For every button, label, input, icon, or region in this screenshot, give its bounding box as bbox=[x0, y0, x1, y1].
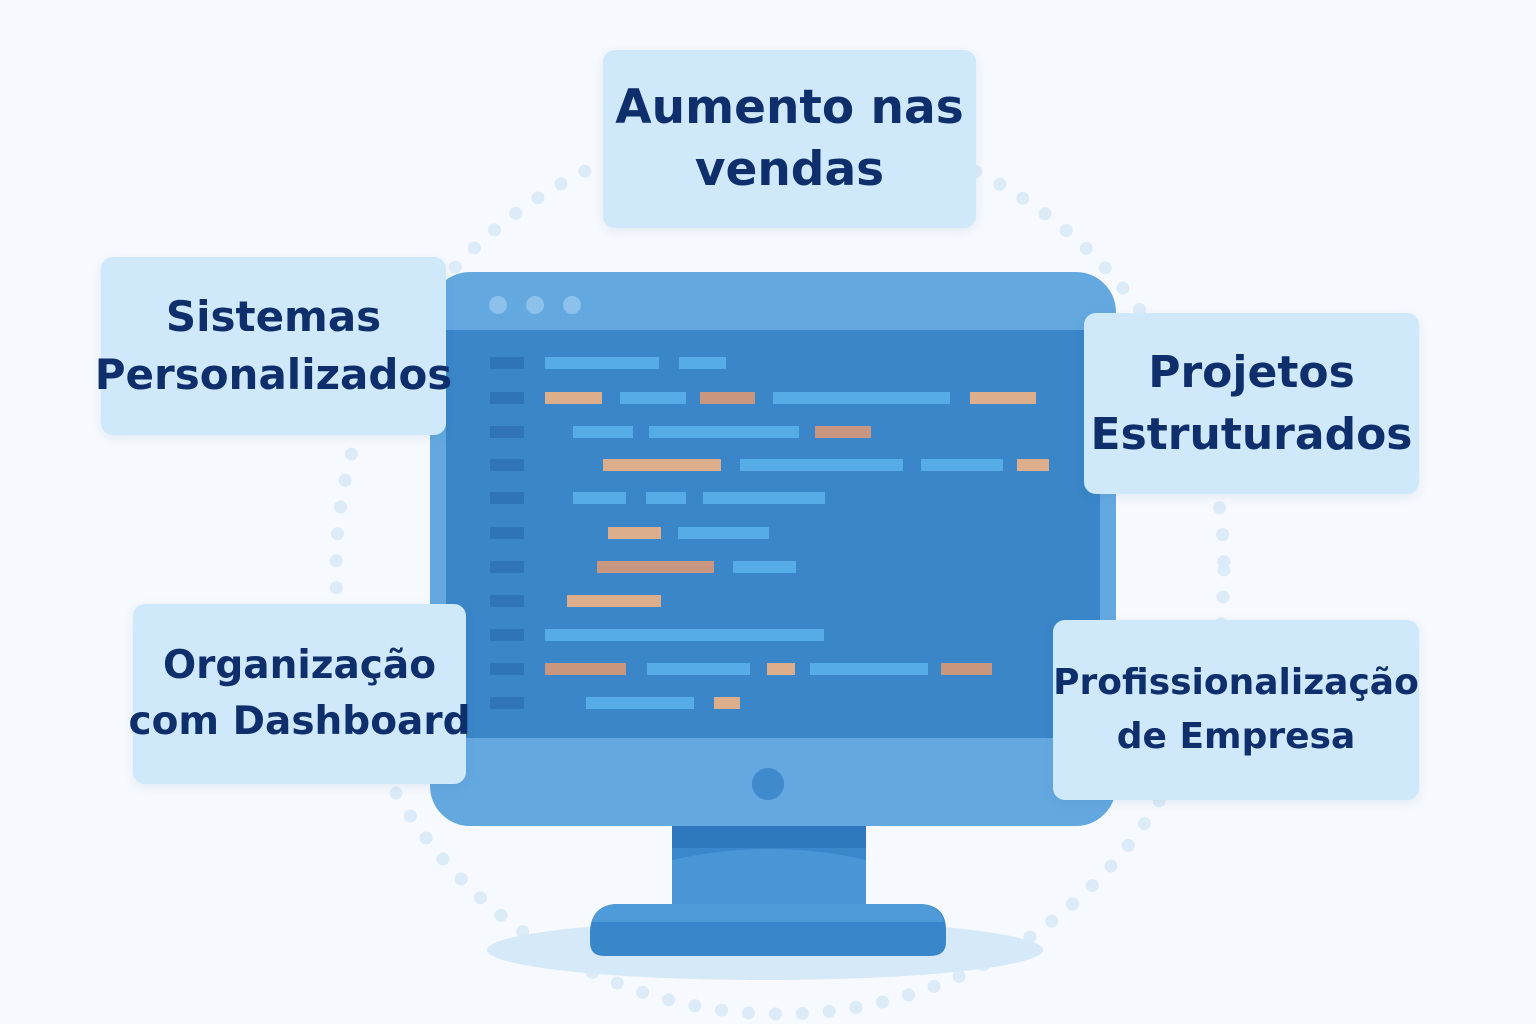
code-token bbox=[545, 629, 824, 641]
code-line-number bbox=[490, 357, 524, 369]
code-token bbox=[700, 392, 755, 404]
monitor-screen bbox=[446, 330, 1100, 738]
code-token bbox=[646, 492, 686, 504]
benefit-card-aumento-nas-vendas: Aumento nas vendas bbox=[603, 50, 976, 228]
code-line-number bbox=[490, 426, 524, 438]
monitor-stand bbox=[590, 818, 946, 956]
benefit-card-organizacao-com-dashboard: Organização com Dashboard bbox=[129, 604, 471, 784]
code-token bbox=[545, 357, 659, 369]
code-token bbox=[649, 426, 799, 438]
code-token bbox=[678, 527, 769, 539]
code-line-number bbox=[490, 697, 524, 709]
code-token bbox=[733, 561, 796, 573]
code-token bbox=[679, 357, 726, 369]
code-token bbox=[545, 663, 626, 675]
benefit-label-line2: de Empresa bbox=[1116, 716, 1356, 757]
code-token bbox=[767, 663, 795, 675]
code-lines-icon bbox=[490, 357, 1049, 709]
code-token bbox=[586, 697, 694, 709]
benefit-label-line2: Personalizados bbox=[94, 350, 453, 399]
code-token bbox=[941, 663, 992, 675]
code-token bbox=[608, 527, 661, 539]
code-token bbox=[1017, 459, 1049, 471]
window-dot-2 bbox=[526, 296, 544, 314]
code-token bbox=[815, 426, 871, 438]
code-token bbox=[603, 459, 721, 471]
code-token bbox=[740, 459, 903, 471]
code-line-number bbox=[490, 595, 524, 607]
window-dot-1 bbox=[489, 296, 507, 314]
benefit-label-line1: Profissionalização bbox=[1053, 662, 1419, 703]
benefit-label-line1: Sistemas bbox=[165, 292, 382, 341]
code-line-number bbox=[490, 459, 524, 471]
code-token bbox=[545, 392, 602, 404]
code-token bbox=[773, 392, 950, 404]
code-token bbox=[714, 697, 740, 709]
code-token bbox=[647, 663, 750, 675]
code-line-number bbox=[490, 561, 524, 573]
benefit-card-projetos-estruturados: Projetos Estruturados bbox=[1084, 313, 1419, 494]
code-token bbox=[620, 392, 686, 404]
code-line-number bbox=[490, 527, 524, 539]
dotted-ring bbox=[329, 119, 1231, 1021]
power-button bbox=[752, 768, 784, 800]
benefit-label-line2: Estruturados bbox=[1090, 408, 1413, 460]
benefit-label-line1: Organização bbox=[163, 643, 436, 688]
benefit-card-sistemas-personalizados: Sistemas Personalizados bbox=[95, 257, 452, 435]
benefit-label-line2: com Dashboard bbox=[128, 699, 471, 744]
benefit-label-line1: Projetos bbox=[1148, 346, 1355, 398]
code-token bbox=[703, 492, 825, 504]
code-token bbox=[970, 392, 1036, 404]
code-token bbox=[921, 459, 1003, 471]
code-token bbox=[597, 561, 714, 573]
window-dot-3 bbox=[563, 296, 581, 314]
benefit-card-profissionalizacao-de-empresa: Profissionalização de Empresa bbox=[1053, 620, 1419, 800]
code-token bbox=[573, 492, 626, 504]
code-token bbox=[573, 426, 633, 438]
code-token bbox=[810, 663, 928, 675]
code-token bbox=[567, 595, 661, 607]
benefit-label-line2: vendas bbox=[694, 142, 885, 197]
desktop-monitor-icon bbox=[430, 272, 1116, 826]
code-line-number bbox=[490, 663, 524, 675]
code-line-number bbox=[490, 492, 524, 504]
benefit-label-line1: Aumento nas bbox=[615, 80, 964, 135]
code-line-number bbox=[490, 629, 524, 641]
code-line-number bbox=[490, 392, 524, 404]
